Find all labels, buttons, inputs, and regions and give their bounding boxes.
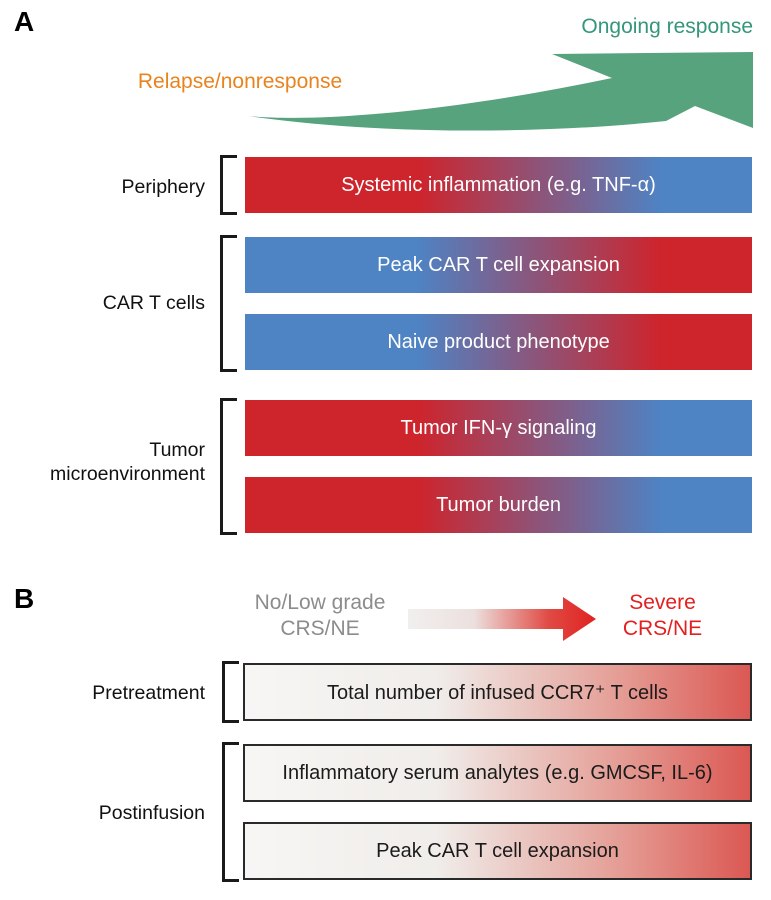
panel-a-label: A <box>14 6 35 37</box>
gradient-bar-tumor-ifn-signaling: Tumor IFN-γ signaling <box>245 400 752 456</box>
postinfusion-group-label: Postinfusion <box>98 802 205 824</box>
tumor-microenvironment-bracket <box>220 398 237 535</box>
severity-arrow-shape <box>408 597 596 641</box>
relapse-nonresponse-label: Relapse/nonresponse <box>137 70 343 93</box>
panel-b-label: B <box>14 583 35 614</box>
bar-label: Naive product phenotype <box>387 330 610 353</box>
bar-label: Tumor IFN-γ signaling <box>400 416 597 439</box>
no-low-grade-label: No/Low grade CRS/NE <box>185 590 455 642</box>
no-low-grade-line1: No/Low grade <box>254 591 386 614</box>
bar-label: Peak CAR T cell expansion <box>376 839 619 862</box>
severe-line2: CRS/NE <box>622 617 703 640</box>
gradient-bar-systemic-inflammation: Systemic inflammation (e.g. TNF-α) <box>245 157 752 213</box>
gradient-bar-peak-car-t-expansion: Peak CAR T cell expansion <box>245 237 752 293</box>
tumor-microenvironment-line1: Tumor <box>149 439 205 461</box>
car-t-cells-group-label: CAR T cells <box>102 292 205 314</box>
bar-label: Inflammatory serum analytes (e.g. GMCSF,… <box>282 761 713 784</box>
bar-label: Tumor burden <box>436 493 561 516</box>
no-low-grade-line2: CRS/NE <box>280 617 360 640</box>
periphery-bracket <box>220 155 237 215</box>
pretreatment-group-label: Pretreatment <box>92 682 205 704</box>
swoosh-arrow-shape <box>248 52 753 131</box>
severe-line1: Severe <box>629 591 696 614</box>
tumor-microenvironment-line2: microenvironment <box>50 463 205 485</box>
swoosh-arrow-icon <box>248 52 753 131</box>
gradient-bar-peak-car-t-expansion-b: Peak CAR T cell expansion <box>243 822 752 880</box>
bar-label: Total number of infused CCR7⁺ T cells <box>326 681 669 704</box>
postinfusion-bracket <box>222 742 239 882</box>
bar-label: Peak CAR T cell expansion <box>377 253 620 276</box>
gradient-bar-naive-product-phenotype: Naive product phenotype <box>245 314 752 370</box>
gradient-bar-infused-ccr7-t-cells: Total number of infused CCR7⁺ T cells <box>243 663 752 721</box>
severe-crs-ne-label: Severe CRS/NE <box>575 590 750 642</box>
severity-gradient-arrow-icon <box>408 597 596 641</box>
gradient-bar-tumor-burden: Tumor burden <box>245 477 752 533</box>
periphery-group-label: Periphery <box>121 176 205 198</box>
tumor-microenvironment-group-label: Tumor microenvironment <box>0 438 205 486</box>
ongoing-response-label: Ongoing response <box>581 15 753 38</box>
car-t-cells-bracket <box>220 235 237 372</box>
gradient-bar-inflammatory-serum-analytes: Inflammatory serum analytes (e.g. GMCSF,… <box>243 744 752 802</box>
pretreatment-bracket <box>222 661 239 723</box>
bar-label: Systemic inflammation (e.g. TNF-α) <box>341 173 656 196</box>
